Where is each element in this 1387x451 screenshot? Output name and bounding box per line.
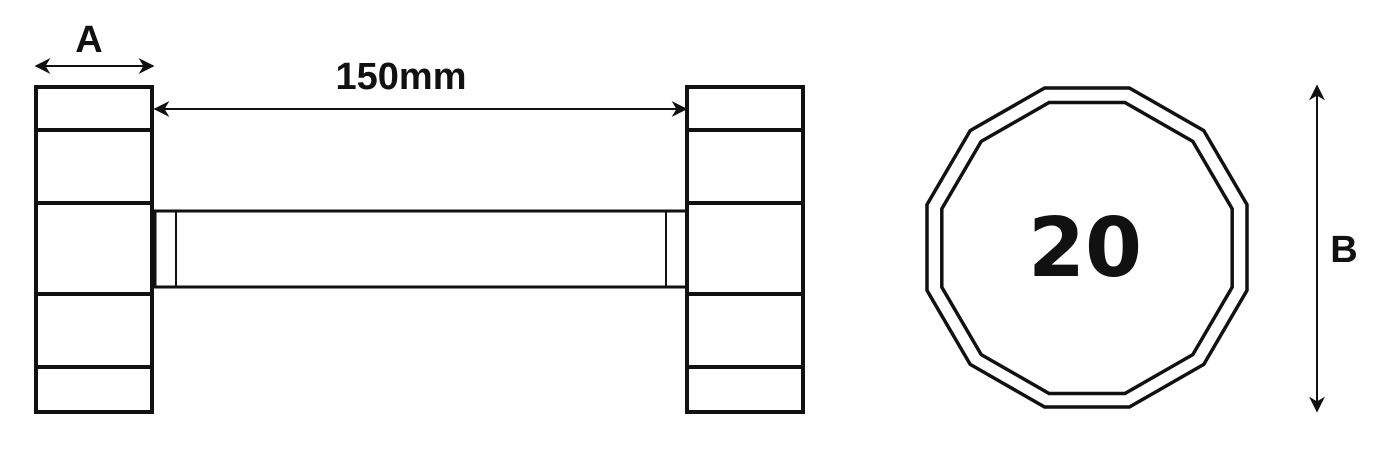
front-view-plate: 20 xyxy=(925,86,1249,409)
handle xyxy=(153,209,689,289)
weight-number: 20 xyxy=(1028,201,1142,296)
outer-dodecagon xyxy=(925,86,1249,409)
dimension-a-label: A xyxy=(75,19,102,61)
dimension-b-label: B xyxy=(1330,229,1357,271)
inner-dodecagon xyxy=(940,100,1234,396)
left-weight-head xyxy=(34,85,154,414)
handle-length-label: 150mm xyxy=(336,56,467,98)
right-weight-head xyxy=(685,85,805,414)
